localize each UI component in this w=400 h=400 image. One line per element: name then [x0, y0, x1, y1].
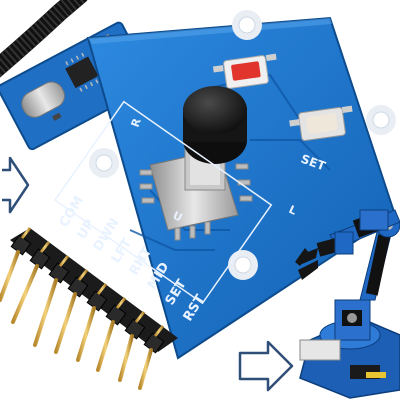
reset-button-red	[212, 53, 277, 89]
direction-mark-l: L	[287, 203, 299, 218]
mounting-hole-right	[366, 105, 396, 135]
left-arrow-icon	[2, 156, 30, 214]
pin-header	[0, 227, 178, 390]
right-arrow-icon	[238, 340, 294, 392]
mounting-hole-bottom	[228, 250, 258, 280]
joystick-switch	[139, 86, 253, 241]
robot-arm	[295, 209, 400, 399]
mounting-hole-top-left	[89, 148, 119, 178]
joystick-board: SET	[0, 10, 397, 390]
mounting-hole-top-right	[232, 10, 262, 40]
antenna-coil	[0, 0, 88, 78]
set-button-beige	[289, 105, 353, 142]
joystick-cap	[183, 86, 247, 164]
